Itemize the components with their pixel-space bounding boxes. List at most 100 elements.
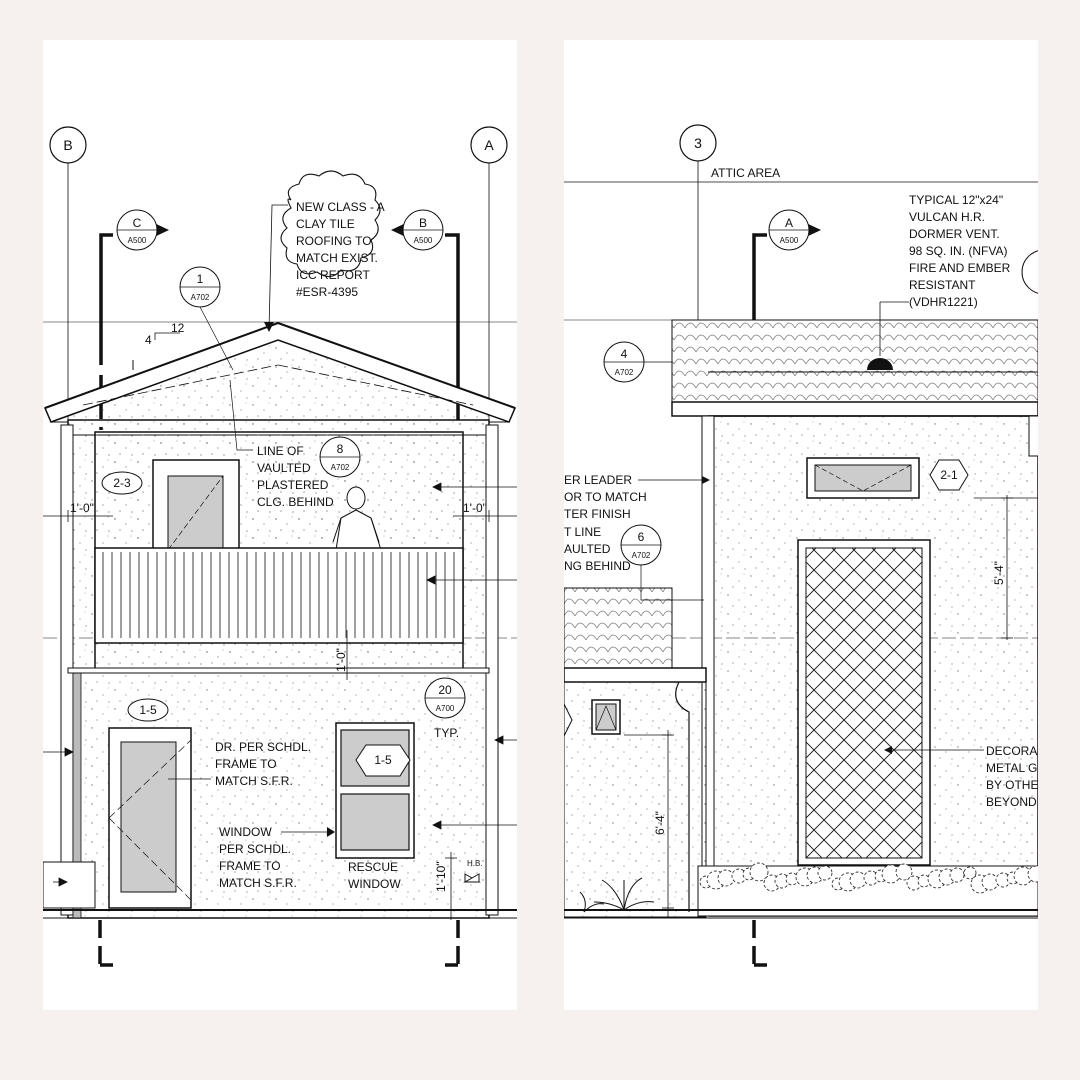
svg-text:FRAME TO: FRAME TO xyxy=(215,757,277,771)
tag-1-5-door: 1-5 xyxy=(127,698,169,722)
rescue-window-note: RESCUE WINDOW xyxy=(348,860,401,891)
svg-text:WINDOW: WINDOW xyxy=(348,877,401,891)
dimension-5-4: 5'-4" xyxy=(974,495,1038,640)
svg-text:3: 3 xyxy=(694,135,702,151)
right-elevation-panel: 3 ATTIC AREA A A500 TYPICAL 12"x24" VULC… xyxy=(564,40,1038,1010)
svg-text:MATCH EXIST.: MATCH EXIST. xyxy=(296,251,378,265)
tag-2-1: 2-1 xyxy=(929,459,969,491)
dimension-1-0-balcony: 1'-0" xyxy=(334,630,353,680)
svg-text:FRAME TO: FRAME TO xyxy=(219,859,281,873)
svg-text:8: 8 xyxy=(337,442,344,456)
right-elevation-drawing: 3 ATTIC AREA A A500 TYPICAL 12"x24" VULC… xyxy=(564,124,1038,967)
gate-note: DECORA METAL G BY OTHE BEYOND xyxy=(884,744,1038,809)
svg-text:CLG. BEHIND: CLG. BEHIND xyxy=(257,495,334,509)
detail-callout-6: 6 A702 xyxy=(620,524,704,601)
svg-text:B: B xyxy=(419,216,427,230)
dimension-6-4: 6'-4" xyxy=(624,730,674,918)
svg-text:6: 6 xyxy=(638,530,645,544)
door-note: DR. PER SCHDL. FRAME TO MATCH S.F.R. xyxy=(168,740,311,788)
left-elevation-panel: B A C A500 B A500 xyxy=(43,40,517,1010)
svg-text:VULCAN H.R.: VULCAN H.R. xyxy=(909,210,985,224)
window-note: WINDOW PER SCHDL. FRAME TO MATCH S.F.R. xyxy=(219,825,335,890)
dimension-1-0-left: 1'-0" xyxy=(43,501,113,522)
svg-text:A500: A500 xyxy=(128,236,147,245)
dimension-1-10: 1'-10" xyxy=(434,852,457,920)
svg-text:A500: A500 xyxy=(780,236,799,245)
svg-text:TYPICAL 12"x24": TYPICAL 12"x24" xyxy=(909,193,1003,207)
svg-text:#ESR-4395: #ESR-4395 xyxy=(296,285,358,299)
hose-bibb: H.B. xyxy=(463,859,483,883)
svg-text:ROOFING TO: ROOFING TO xyxy=(296,234,372,248)
section-marker-a: A A500 xyxy=(752,209,821,370)
svg-text:2-3: 2-3 xyxy=(113,476,131,490)
svg-text:PER SCHDL.: PER SCHDL. xyxy=(219,842,291,856)
svg-text:RESCUE: RESCUE xyxy=(348,860,398,874)
svg-text:1: 1 xyxy=(197,272,204,286)
roof-fascia xyxy=(671,401,1038,417)
svg-text:NG BEHIND: NG BEHIND xyxy=(564,559,631,573)
dimension-1-0-right: 1'-0" xyxy=(453,501,517,522)
lower-door xyxy=(108,727,192,909)
small-window xyxy=(564,699,621,737)
svg-text:DECORA: DECORA xyxy=(986,744,1037,758)
svg-text:A: A xyxy=(484,137,494,153)
detail-callout-4: 4 A702 xyxy=(603,341,672,383)
svg-text:12: 12 xyxy=(171,321,185,335)
svg-text:A: A xyxy=(785,216,793,230)
shrubs xyxy=(699,862,1038,894)
roof-note-cloud: NEW CLASS - A CLAY TILE ROOFING TO MATCH… xyxy=(264,170,385,332)
svg-text:FIRE AND EMBER: FIRE AND EMBER xyxy=(909,261,1011,275)
roof-slope-indicator: 12 4 xyxy=(145,321,185,347)
svg-text:WINDOW: WINDOW xyxy=(219,825,272,839)
svg-text:CLAY TILE: CLAY TILE xyxy=(296,217,355,231)
svg-text:A702: A702 xyxy=(632,551,651,560)
transom-window xyxy=(806,457,920,499)
svg-text:C: C xyxy=(133,216,142,230)
section-cut-right xyxy=(445,233,460,420)
rescue-window xyxy=(335,722,415,859)
detail-callout-1: 1 A702 xyxy=(179,266,234,371)
tag-2-3: 2-3 xyxy=(101,471,143,495)
svg-text:ICC REPORT: ICC REPORT xyxy=(296,268,370,282)
vault-note-right: T LINE AULTED NG BEHIND xyxy=(564,525,631,573)
tag-1-5-window: 1-5 xyxy=(355,744,411,777)
svg-text:BEYOND: BEYOND xyxy=(986,795,1037,809)
svg-text:A702: A702 xyxy=(331,463,350,472)
svg-text:1-5: 1-5 xyxy=(139,703,157,717)
svg-text:20: 20 xyxy=(438,683,452,697)
ac-unit xyxy=(43,861,96,909)
svg-text:A702: A702 xyxy=(615,368,634,377)
section-marker-b: B A500 xyxy=(391,209,444,251)
svg-text:ER LEADER: ER LEADER xyxy=(564,473,632,487)
svg-text:B: B xyxy=(63,137,72,153)
lower-roof-tiles xyxy=(564,587,673,669)
balcony-railing xyxy=(94,547,464,644)
svg-text:T LINE: T LINE xyxy=(564,525,601,539)
svg-text:A500: A500 xyxy=(414,236,433,245)
detail-callout-20: 20 A700 TYP. xyxy=(424,677,466,740)
svg-text:1'-10": 1'-10" xyxy=(434,861,448,892)
section-cut-bottom xyxy=(752,920,767,967)
svg-text:DORMER VENT.: DORMER VENT. xyxy=(909,227,1000,241)
detail-callout-8: 8 A702 xyxy=(319,436,361,478)
section-marker-c: C A500 xyxy=(116,209,169,251)
vent-note: TYPICAL 12"x24" VULCAN H.R. DORMER VENT.… xyxy=(909,193,1011,309)
svg-text:MATCH S.F.R.: MATCH S.F.R. xyxy=(215,774,293,788)
person-figure xyxy=(332,486,382,551)
leader-arrows-left xyxy=(43,482,517,887)
section-cut-bottom xyxy=(98,920,460,967)
svg-text:TER FINISH: TER FINISH xyxy=(564,507,631,521)
decorative-metal-gate xyxy=(797,539,931,866)
svg-text:OR TO MATCH: OR TO MATCH xyxy=(564,490,647,504)
svg-text:RESISTANT: RESISTANT xyxy=(909,278,976,292)
svg-text:(VDHR1221): (VDHR1221) xyxy=(909,295,978,309)
svg-text:1'-0": 1'-0" xyxy=(70,501,94,515)
svg-text:TYP.: TYP. xyxy=(434,726,459,740)
svg-text:A702: A702 xyxy=(191,293,210,302)
svg-text:H.B.: H.B. xyxy=(467,859,483,868)
attic-area-label: ATTIC AREA xyxy=(711,166,780,180)
upper-door xyxy=(152,459,240,551)
svg-text:DR. PER SCHDL.: DR. PER SCHDL. xyxy=(215,740,311,754)
roof-tiles xyxy=(671,319,1038,403)
svg-text:A700: A700 xyxy=(436,704,455,713)
